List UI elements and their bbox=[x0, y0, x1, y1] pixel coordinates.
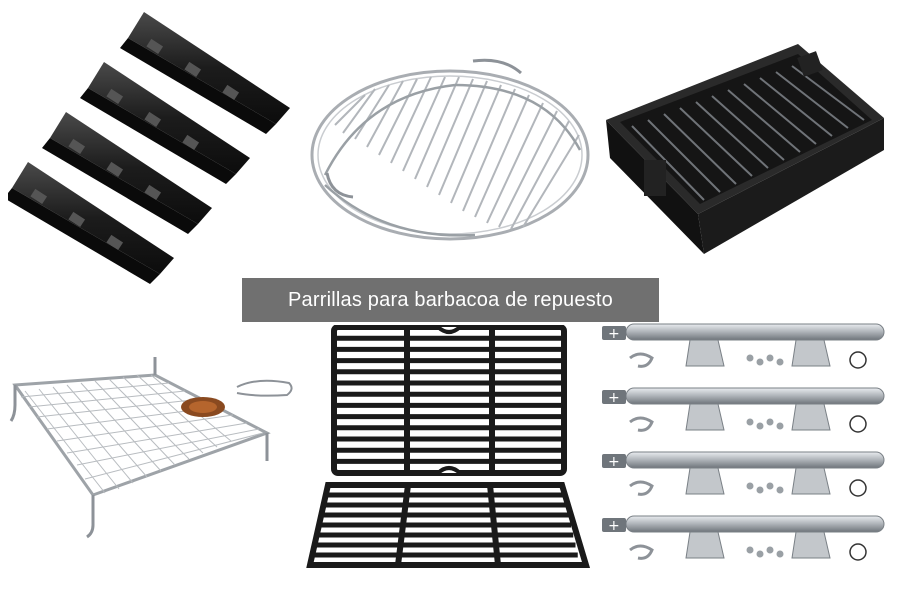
smoker-box-icon bbox=[606, 44, 884, 254]
heat-plate-1 bbox=[120, 12, 290, 134]
caption-banner: Parrillas para barbacoa de repuesto bbox=[242, 278, 659, 322]
burner-tube-icon: + + + + bbox=[602, 323, 885, 561]
svg-text:+: + bbox=[608, 518, 620, 534]
burner-tube-2: + bbox=[602, 387, 885, 433]
cast-iron-grates-icon bbox=[306, 325, 591, 568]
round-grill-grate-icon bbox=[310, 58, 590, 241]
cast-iron-grate-top bbox=[331, 325, 567, 476]
burner-tube-3: + bbox=[602, 451, 885, 497]
svg-text:+: + bbox=[608, 454, 620, 470]
heat-plate-4 bbox=[8, 162, 174, 284]
burner-tube-4: + bbox=[602, 515, 885, 561]
svg-text:+: + bbox=[608, 390, 620, 406]
cast-iron-grate-bottom bbox=[306, 482, 591, 568]
heat-plate-3 bbox=[42, 112, 212, 234]
wire-grill-rack-icon bbox=[9, 357, 293, 539]
burner-tube-1: + bbox=[602, 323, 885, 369]
heat-plate-2 bbox=[80, 62, 250, 184]
caption-text: Parrillas para barbacoa de repuesto bbox=[288, 288, 613, 311]
heat-plate-icon bbox=[8, 12, 290, 284]
svg-text:+: + bbox=[608, 326, 620, 342]
